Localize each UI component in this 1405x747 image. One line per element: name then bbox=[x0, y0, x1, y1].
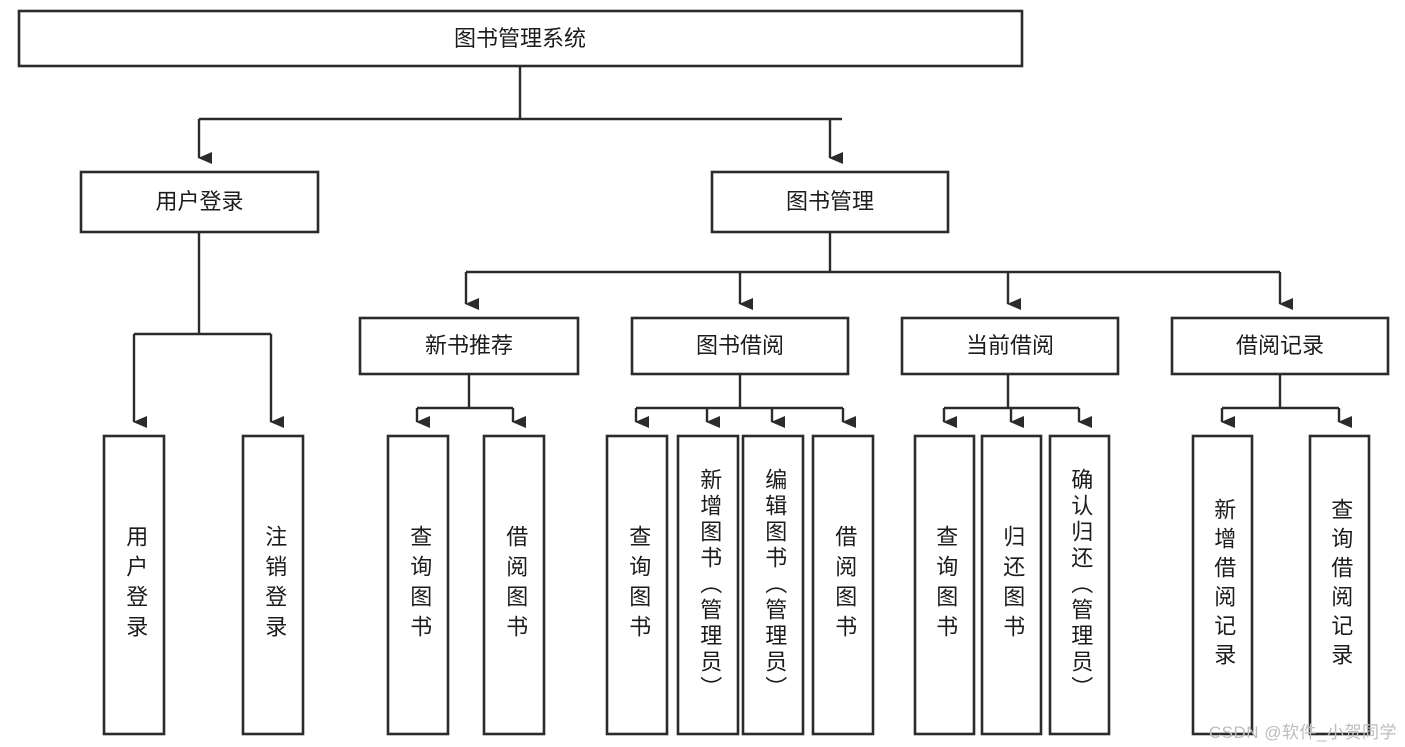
node-leaf-return-book[interactable]: 归还图书 bbox=[980, 434, 1043, 736]
node-new-book-rec-rect[interactable] bbox=[358, 316, 580, 376]
node-leaf-add-record-label: 新增借阅记录 bbox=[1211, 498, 1236, 672]
node-leaf-user-logout-rect[interactable] bbox=[241, 434, 305, 736]
node-borrow-record-label: 借阅记录 bbox=[1236, 333, 1324, 358]
node-leaf-edit-book[interactable]: 编辑图书（管理员） bbox=[741, 434, 805, 736]
node-leaf-borrow-book-2-label: 借阅图书 bbox=[832, 525, 857, 645]
node-leaf-return-book-label: 归还图书 bbox=[1000, 525, 1025, 645]
node-root[interactable]: 图书管理系统 bbox=[17, 9, 1024, 68]
node-leaf-query-book-1[interactable]: 查询图书 bbox=[386, 434, 450, 736]
node-user-login[interactable]: 用户登录 bbox=[79, 170, 320, 234]
node-leaf-add-book[interactable]: 新增图书（管理员） bbox=[676, 434, 740, 736]
node-leaf-query-record-label: 查询借阅记录 bbox=[1328, 498, 1353, 672]
node-leaf-borrow-book-1-label: 借阅图书 bbox=[503, 525, 528, 645]
node-leaf-borrow-book-2-rect[interactable] bbox=[811, 434, 875, 736]
node-book-manage-label: 图书管理 bbox=[786, 189, 874, 214]
node-leaf-edit-book-label: 编辑图书（管理员） bbox=[762, 468, 787, 702]
node-current-borrow[interactable]: 当前借阅 bbox=[900, 316, 1120, 376]
node-book-manage-rect[interactable] bbox=[710, 170, 950, 234]
node-leaf-return-book-rect[interactable] bbox=[980, 434, 1043, 736]
node-leaf-confirm-return[interactable]: 确认归还（管理员） bbox=[1048, 434, 1111, 736]
edge-layer bbox=[132, 66, 1352, 428]
node-leaf-query-book-3-label: 查询图书 bbox=[933, 525, 958, 645]
node-root-rect[interactable] bbox=[17, 9, 1024, 68]
node-leaf-edit-book-rect[interactable] bbox=[741, 434, 805, 736]
node-leaf-user-logout[interactable]: 注销登录 bbox=[241, 434, 305, 736]
node-leaf-query-book-1-rect[interactable] bbox=[386, 434, 450, 736]
node-new-book-rec-label: 新书推荐 bbox=[425, 333, 513, 358]
node-leaf-add-book-rect[interactable] bbox=[676, 434, 740, 736]
node-leaf-query-book-2-rect[interactable] bbox=[605, 434, 669, 736]
node-book-manage[interactable]: 图书管理 bbox=[710, 170, 950, 234]
node-leaf-borrow-book-1-rect[interactable] bbox=[482, 434, 546, 736]
node-leaf-query-book-2[interactable]: 查询图书 bbox=[605, 434, 669, 736]
node-current-borrow-label: 当前借阅 bbox=[966, 333, 1054, 358]
node-leaf-user-logout-label: 注销登录 bbox=[262, 525, 287, 645]
node-root-label: 图书管理系统 bbox=[454, 26, 586, 51]
node-book-borrow[interactable]: 图书借阅 bbox=[630, 316, 850, 376]
node-borrow-record[interactable]: 借阅记录 bbox=[1170, 316, 1390, 376]
node-new-book-rec[interactable]: 新书推荐 bbox=[358, 316, 580, 376]
node-user-login-label: 用户登录 bbox=[155, 189, 243, 214]
node-book-borrow-label: 图书借阅 bbox=[696, 333, 784, 358]
node-leaf-add-record[interactable]: 新增借阅记录 bbox=[1191, 434, 1254, 736]
node-leaf-query-book-3[interactable]: 查询图书 bbox=[913, 434, 976, 736]
node-leaf-add-book-label: 新增图书（管理员） bbox=[697, 468, 722, 702]
node-leaf-user-login[interactable]: 用户登录 bbox=[102, 434, 166, 736]
node-current-borrow-rect[interactable] bbox=[900, 316, 1120, 376]
node-leaf-add-record-rect[interactable] bbox=[1191, 434, 1254, 736]
node-user-login-rect[interactable] bbox=[79, 170, 320, 234]
node-leaf-query-book-1-label: 查询图书 bbox=[407, 525, 432, 645]
node-leaf-confirm-return-label: 确认归还（管理员） bbox=[1068, 468, 1093, 702]
node-leaf-confirm-return-rect[interactable] bbox=[1048, 434, 1111, 736]
node-leaf-query-book-2-label: 查询图书 bbox=[626, 525, 651, 645]
node-leaf-borrow-book-1[interactable]: 借阅图书 bbox=[482, 434, 546, 736]
node-borrow-record-rect[interactable] bbox=[1170, 316, 1390, 376]
node-leaf-user-login-rect[interactable] bbox=[102, 434, 166, 736]
node-leaf-user-login-label: 用户登录 bbox=[123, 525, 148, 645]
node-leaf-query-record[interactable]: 查询借阅记录 bbox=[1308, 434, 1371, 736]
node-leaf-query-record-rect[interactable] bbox=[1308, 434, 1371, 736]
node-book-borrow-rect[interactable] bbox=[630, 316, 850, 376]
node-leaf-query-book-3-rect[interactable] bbox=[913, 434, 976, 736]
node-leaf-borrow-book-2[interactable]: 借阅图书 bbox=[811, 434, 875, 736]
